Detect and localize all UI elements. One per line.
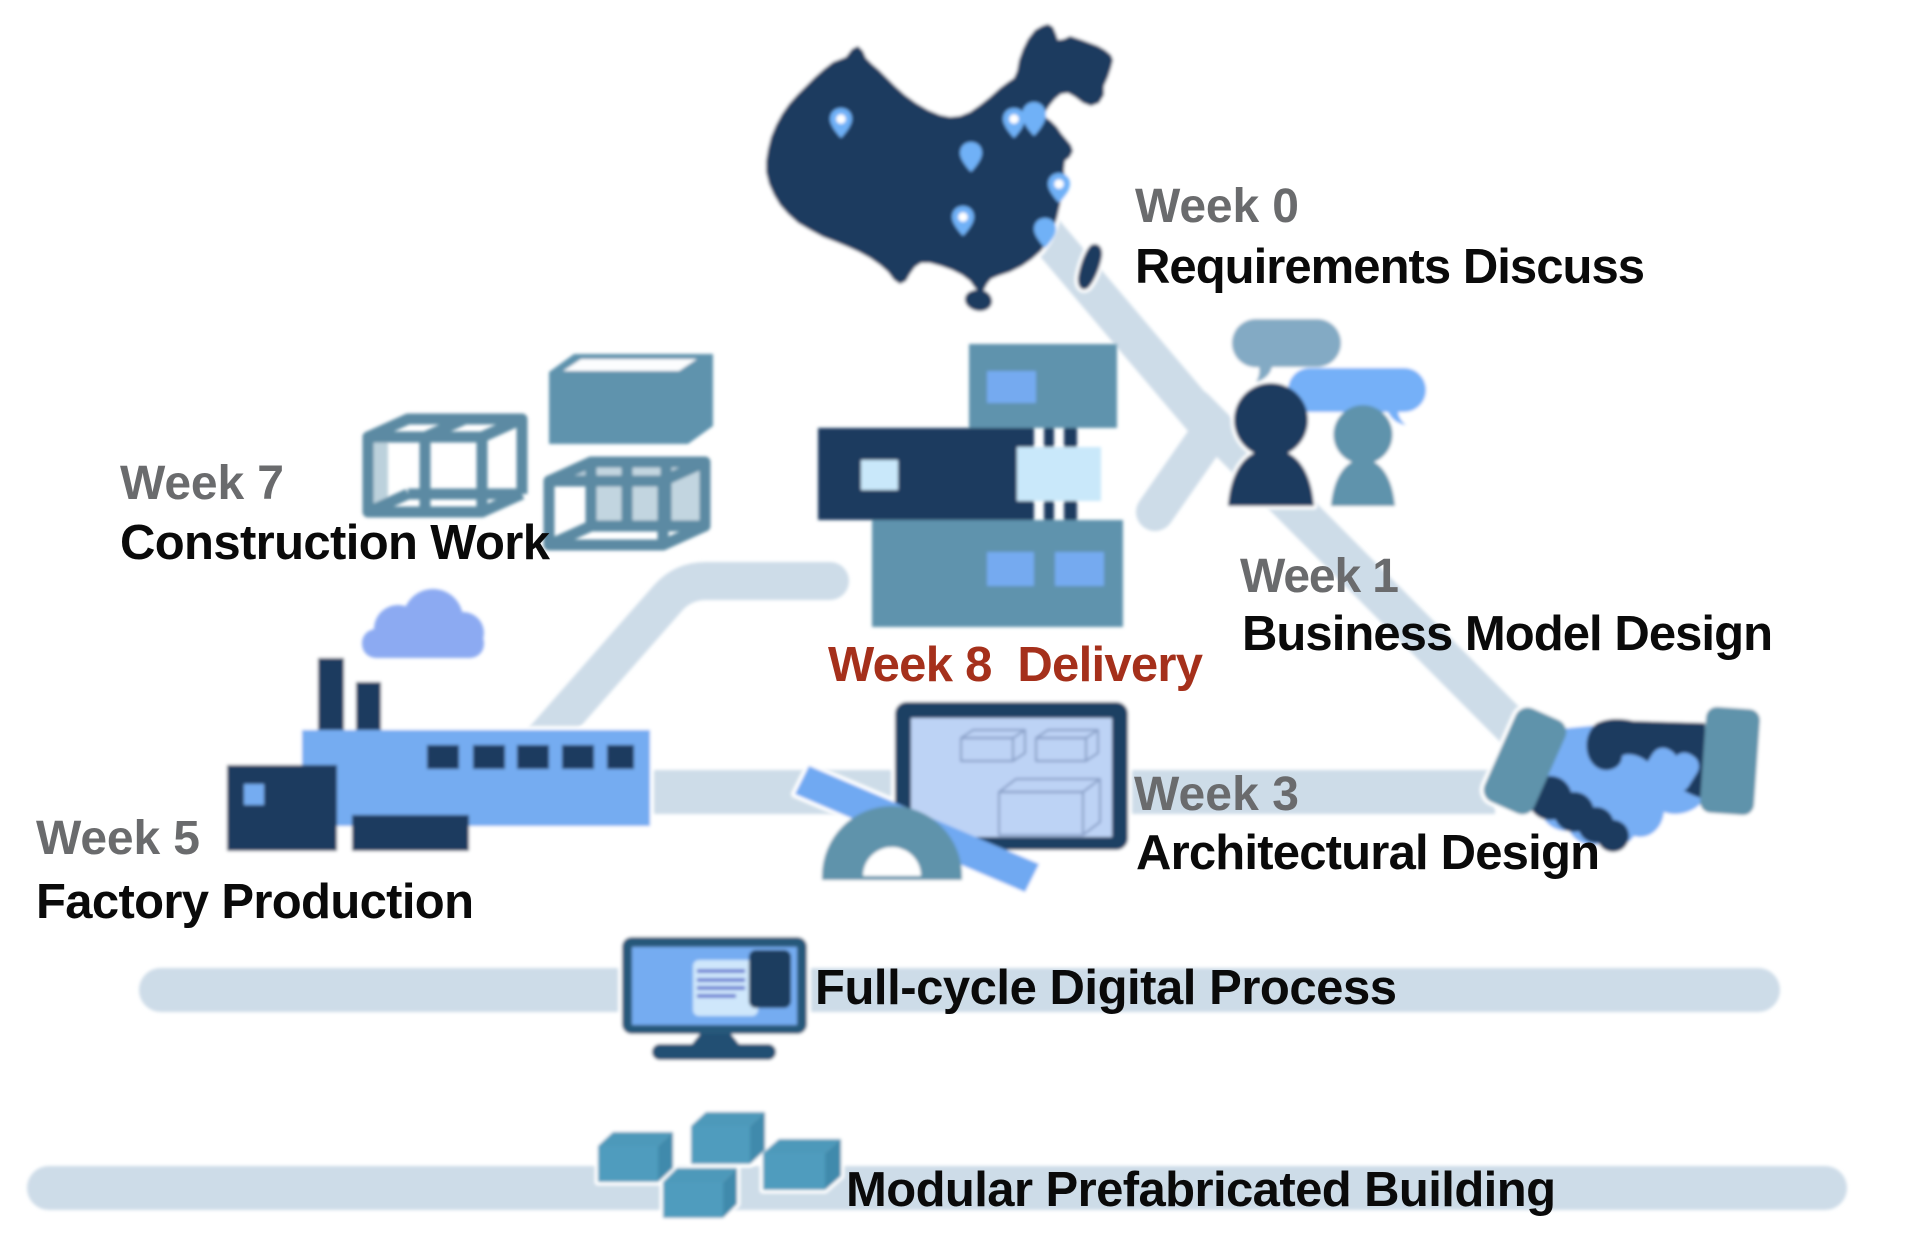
svg-text:Business Model Design: Business Model Design (1242, 607, 1773, 661)
svg-text:Architectural Design: Architectural Design (1136, 826, 1600, 880)
svg-text:Full-cycle Digital Process: Full-cycle Digital Process (815, 961, 1397, 1015)
svg-text:Week 0: Week 0 (1135, 180, 1299, 233)
svg-text:Week 5: Week 5 (36, 812, 200, 865)
svg-text:Week 1: Week 1 (1240, 550, 1399, 603)
svg-text:Week 7: Week 7 (120, 457, 284, 510)
svg-text:Construction Work: Construction Work (120, 516, 551, 570)
svg-text:Factory Production: Factory Production (36, 875, 474, 929)
svg-text:Week 3: Week 3 (1134, 768, 1299, 821)
svg-text:Modular Prefabricated Building: Modular Prefabricated Building (846, 1163, 1556, 1217)
svg-text:Week 8 Delivery: Week 8 Delivery (828, 638, 1203, 692)
svg-text:Requirements Discuss: Requirements Discuss (1135, 240, 1645, 294)
